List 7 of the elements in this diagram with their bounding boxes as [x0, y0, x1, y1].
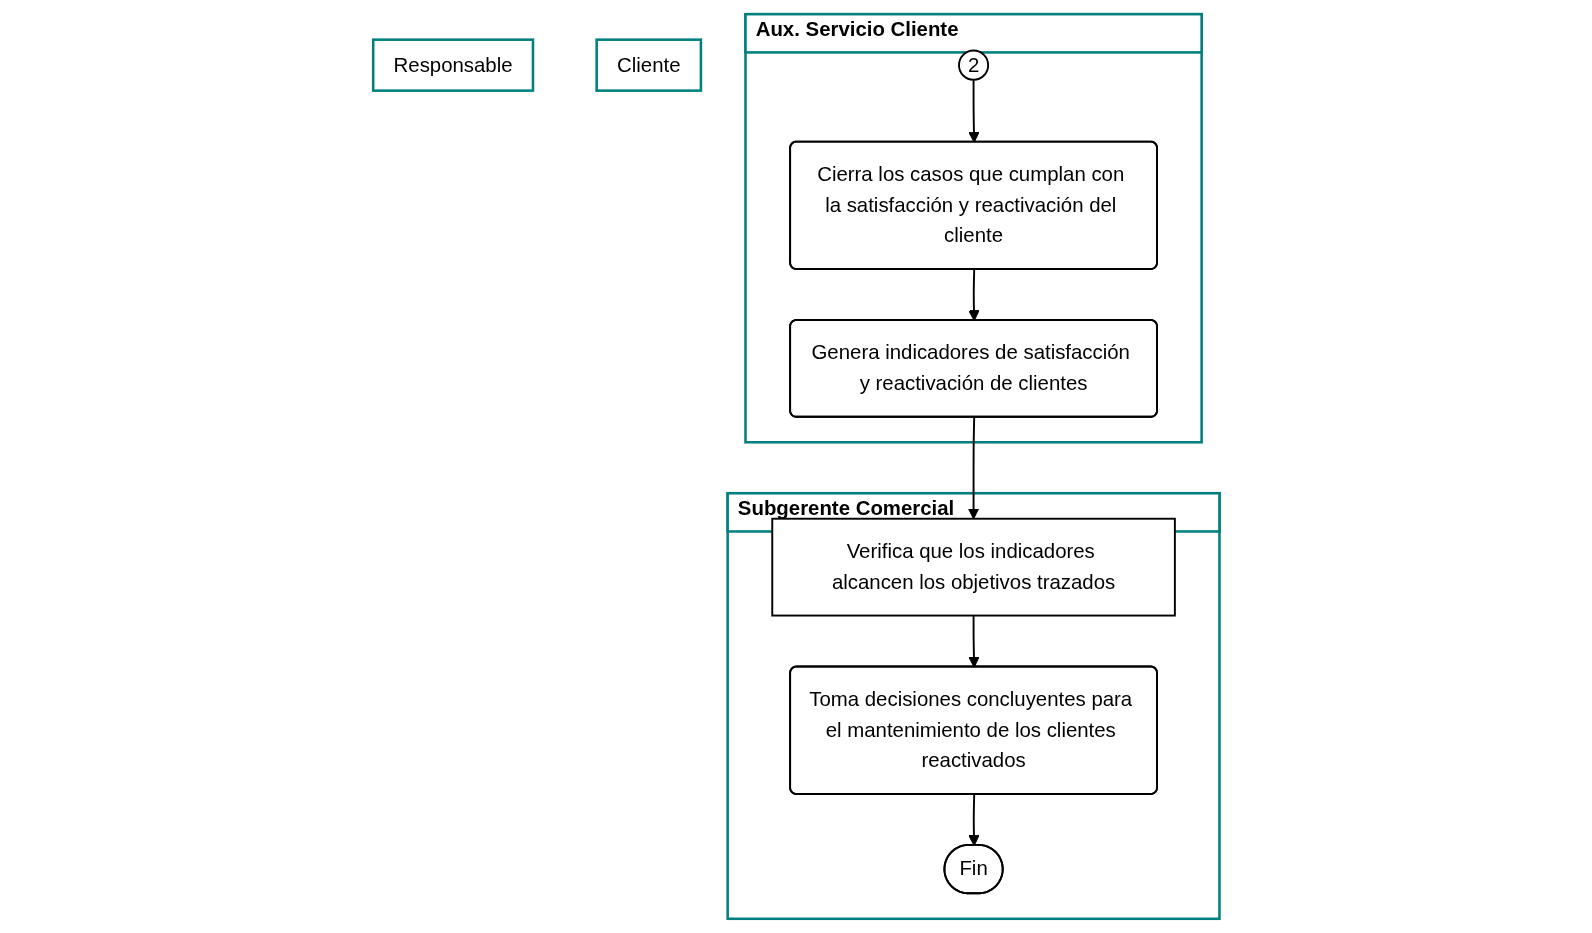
node-circle: 2 — [957, 49, 989, 81]
arrow — [967, 416, 979, 520]
arrow — [968, 78, 980, 143]
arrow — [968, 614, 980, 668]
node-box: Responsable — [371, 38, 534, 92]
node-box: Cliente — [595, 38, 702, 92]
node-box: Verifica que los indicadores alcancen los objetivos trazados — [770, 517, 1176, 617]
